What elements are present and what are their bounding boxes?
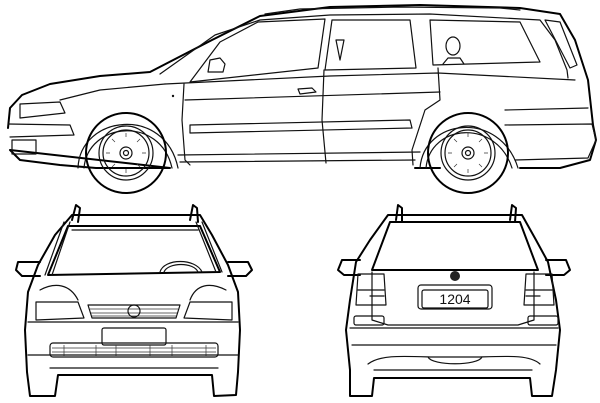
rear-mirror-right bbox=[545, 259, 571, 276]
front-mirror-right bbox=[227, 261, 253, 277]
front-bumper-side bbox=[7, 123, 75, 138]
front-headlight-left bbox=[35, 301, 85, 321]
side-mirror bbox=[207, 57, 226, 73]
roof-rail bbox=[264, 6, 521, 15]
tailgate bbox=[371, 271, 535, 326]
rear-wheel bbox=[427, 112, 509, 194]
rear-mirror-left bbox=[337, 259, 361, 276]
taillight-right bbox=[523, 273, 555, 306]
taillight-left bbox=[355, 273, 387, 306]
front-wheel bbox=[85, 112, 167, 194]
rear-logo bbox=[450, 271, 460, 281]
rear-roof-rail-right bbox=[509, 204, 517, 223]
b-pillar-line bbox=[321, 69, 327, 164]
front-mirror-left bbox=[15, 261, 41, 277]
rear-side-glass bbox=[544, 19, 578, 69]
rear-quarter-window bbox=[429, 19, 541, 66]
rear-plate-text: 1204 bbox=[439, 291, 470, 307]
windshield bbox=[47, 225, 221, 276]
front-window bbox=[189, 18, 326, 83]
front-view bbox=[15, 204, 253, 397]
lower-intake bbox=[49, 342, 219, 358]
side-view bbox=[7, 4, 597, 194]
front-door-line bbox=[181, 83, 191, 166]
front-logo bbox=[127, 304, 141, 318]
rear-door-line bbox=[411, 67, 441, 166]
rear-wheel-arch bbox=[419, 126, 519, 169]
reflector-left bbox=[353, 315, 385, 326]
front-headlight-right bbox=[183, 301, 233, 321]
rear-headrest bbox=[445, 36, 461, 56]
rear-door-window bbox=[324, 19, 417, 71]
rear-view: 1204 bbox=[337, 204, 571, 397]
rear-body-outline bbox=[345, 214, 561, 397]
steering-wheel bbox=[159, 260, 203, 273]
door-handle bbox=[297, 87, 317, 95]
rear-window bbox=[371, 221, 539, 271]
rear-bumper-side bbox=[504, 123, 597, 161]
side-headlight bbox=[19, 101, 66, 119]
belt-line bbox=[164, 72, 576, 85]
front-roof-rail-right bbox=[189, 204, 199, 223]
rear-roof-rail-left bbox=[395, 204, 403, 223]
front-grille bbox=[87, 304, 181, 319]
body-side-molding bbox=[189, 119, 413, 134]
fog-light bbox=[11, 139, 37, 155]
front-roof-rail-left bbox=[71, 204, 81, 223]
front-wheel-arch bbox=[77, 123, 179, 169]
greenhouse bbox=[159, 13, 569, 79]
rear-license-plate: 1204 bbox=[417, 284, 493, 310]
reflector-right bbox=[527, 315, 559, 326]
front-license-plate bbox=[101, 327, 167, 346]
front-body-outline bbox=[24, 214, 241, 397]
